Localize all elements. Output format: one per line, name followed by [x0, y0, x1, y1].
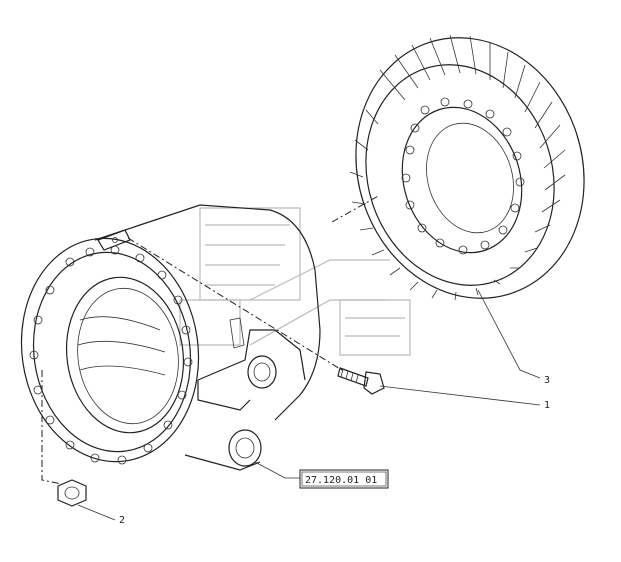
bolt: [337, 367, 385, 395]
callout-3: 3: [544, 375, 550, 386]
reference-label: 27.120.01 01: [305, 475, 377, 486]
callout-2: 2: [119, 515, 125, 526]
gear-teeth: [349, 34, 566, 301]
watermark-logo: [179, 207, 411, 356]
flange-bolt-holes: [29, 245, 193, 465]
gear-bolt-holes: [401, 97, 525, 255]
assembly-axis-lines: [41, 194, 381, 485]
ring-gear: [349, 34, 585, 301]
axle-housing: [20, 204, 321, 471]
nut: [57, 479, 87, 507]
callout-1: 1: [544, 400, 550, 411]
leader-lines: [77, 289, 541, 521]
reference-box: 27.120.01 01: [299, 469, 389, 489]
